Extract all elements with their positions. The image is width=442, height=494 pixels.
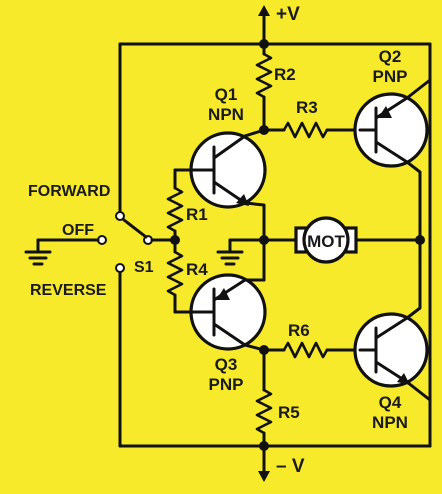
transistor-q1: [173, 128, 267, 242]
resistor-r4: [166, 238, 184, 314]
transistor-q4: [353, 238, 432, 448]
r1-label: R1: [186, 205, 208, 224]
motor-label: MOT: [307, 232, 345, 251]
q1-type: NPN: [208, 105, 244, 124]
transistor-q3: [173, 273, 269, 355]
r6-label: R6: [288, 321, 310, 340]
resistor-r1: [166, 168, 184, 242]
switch-forward-label: FORWARD: [28, 183, 110, 200]
transistor-q2: [353, 42, 432, 242]
switch-ref-label: S1: [134, 259, 154, 276]
motor: MOT: [294, 216, 425, 264]
positive-supply-label: +V: [276, 4, 300, 25]
q1-ref: Q1: [215, 85, 238, 104]
negative-supply-label: – V: [276, 456, 305, 477]
q3-ref: Q3: [215, 355, 238, 374]
switch-off-label: OFF: [62, 222, 94, 239]
r4-label: R4: [186, 260, 208, 279]
supply-rails: [118, 5, 432, 482]
r2-label: R2: [274, 65, 296, 84]
q4-ref: Q4: [379, 393, 402, 412]
q4-type: NPN: [372, 413, 408, 432]
q2-type: PNP: [373, 67, 408, 86]
ground-symbol-left: [24, 238, 100, 266]
r3-label: R3: [296, 98, 318, 117]
resistor-r5: [255, 348, 273, 448]
resistor-r2: [255, 42, 273, 135]
resistor-r3: [262, 121, 362, 139]
output-node-left: [259, 235, 300, 282]
q3-type: PNP: [209, 375, 244, 394]
resistor-r6: [262, 341, 362, 359]
switch-reverse-label: REVERSE: [30, 282, 107, 299]
r5-label: R5: [278, 403, 300, 422]
q2-ref: Q2: [379, 47, 402, 66]
ground-symbol-center: [216, 238, 266, 266]
